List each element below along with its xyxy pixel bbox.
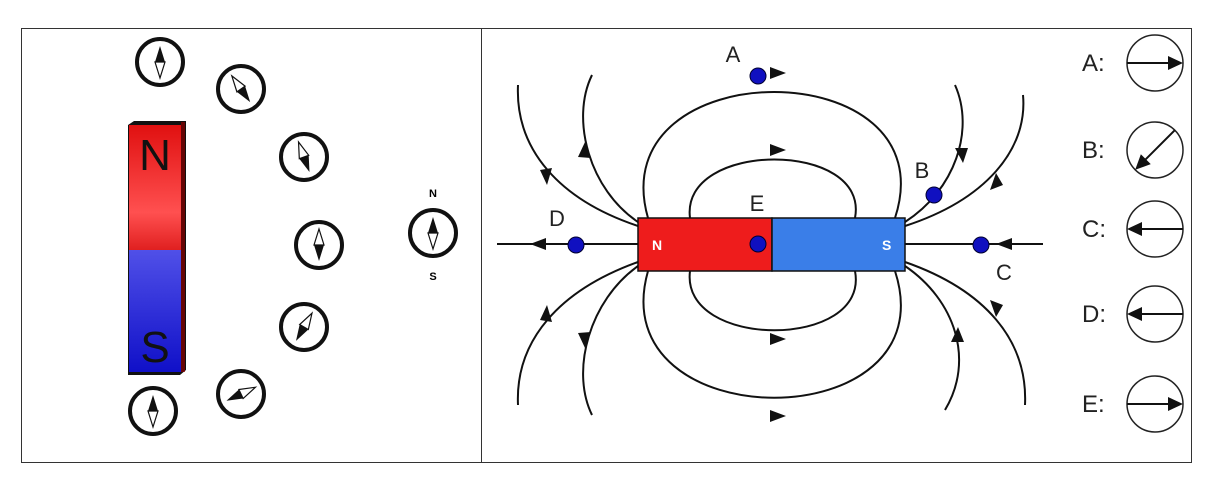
reference-south-label: S [429,271,436,283]
compass [279,302,329,352]
arrow-icon [955,148,968,163]
magnet-south-label: S [140,323,169,372]
field-loop-inner-top [688,158,857,219]
direction-arrow-icon [1127,397,1183,411]
point-e-dot [749,235,767,253]
test-points [567,67,990,254]
point-b-label: B [915,158,930,183]
point-b-dot [925,186,943,204]
key-item: E: [1082,375,1184,433]
arrow-icon [540,305,552,322]
bar-magnet-vertical: N S [128,121,186,375]
point-c-dot [972,236,990,254]
field-line-nw-outer [516,84,639,227]
field-line-se-outer [904,261,1027,406]
compass-needle-icon [313,226,325,261]
compass [216,64,266,114]
point-d-label: D [549,206,565,231]
key-item: D: [1082,285,1184,343]
field-loop-outer-top [642,91,902,219]
arrow-icon [770,144,786,156]
compass-needle-icon [427,217,439,252]
field-loop-inner-bottom [688,270,857,332]
field-line-nw-inner [582,74,639,223]
arrow-icon [578,142,591,158]
magnet-north-label: N [652,237,662,253]
direction-arrow-icon [1127,222,1183,236]
compass-needle-icon [296,311,314,341]
arrow-icon [530,238,546,250]
compass-needle-icon [154,46,166,81]
direction-arrow-icon [1135,129,1176,170]
key-label: D: [1082,301,1106,328]
field-line-ne-outer [904,94,1025,227]
arrow-icon [540,168,552,185]
key-item: C: [1082,200,1184,258]
arrow-icon [578,332,591,348]
field-loop-outer-bottom [642,270,902,399]
key-item: B: [1082,121,1184,179]
arrow-icon [996,238,1012,250]
key-label: B: [1082,137,1105,164]
compass-needle-icon [230,74,251,103]
point-a-label: A [726,42,741,67]
arrow-icon [770,410,786,422]
magnet-north-label: N [139,131,171,180]
magnet-south-label: S [882,237,891,253]
field-line-sw-inner [582,265,639,416]
key-label: A: [1082,50,1105,77]
reference-north-label: N [429,188,437,200]
direction-arrow-icon [1127,307,1183,321]
direction-arrow-icon [1127,56,1183,70]
key-item: A: [1082,34,1184,92]
arrow-icon [990,300,1003,317]
compass [294,220,344,270]
compass-needle-icon [226,386,258,401]
reference-compass [408,208,458,258]
compass [279,132,329,182]
bar-magnet-horizontal: N S [637,217,906,272]
field-arrows [530,67,1012,422]
outer-border [21,28,1192,463]
field-line-se-inner [904,265,960,411]
point-a-dot [749,67,767,85]
field-line-sw-outer [516,261,639,406]
point-c-label: C [996,260,1012,285]
arrow-icon [770,333,786,345]
compass [128,386,178,436]
key-label: E: [1082,391,1105,418]
field-line-ne-inner [904,84,964,223]
compass-needle-icon [147,395,159,430]
compass [135,37,185,87]
compass [216,369,266,419]
arrow-icon [951,327,964,342]
arrow-icon [990,173,1003,190]
point-d-dot [567,236,585,254]
compass-needle-icon [297,140,310,173]
key-label: C: [1082,216,1106,243]
point-e-label: E [750,191,765,216]
arrow-icon [770,67,786,79]
